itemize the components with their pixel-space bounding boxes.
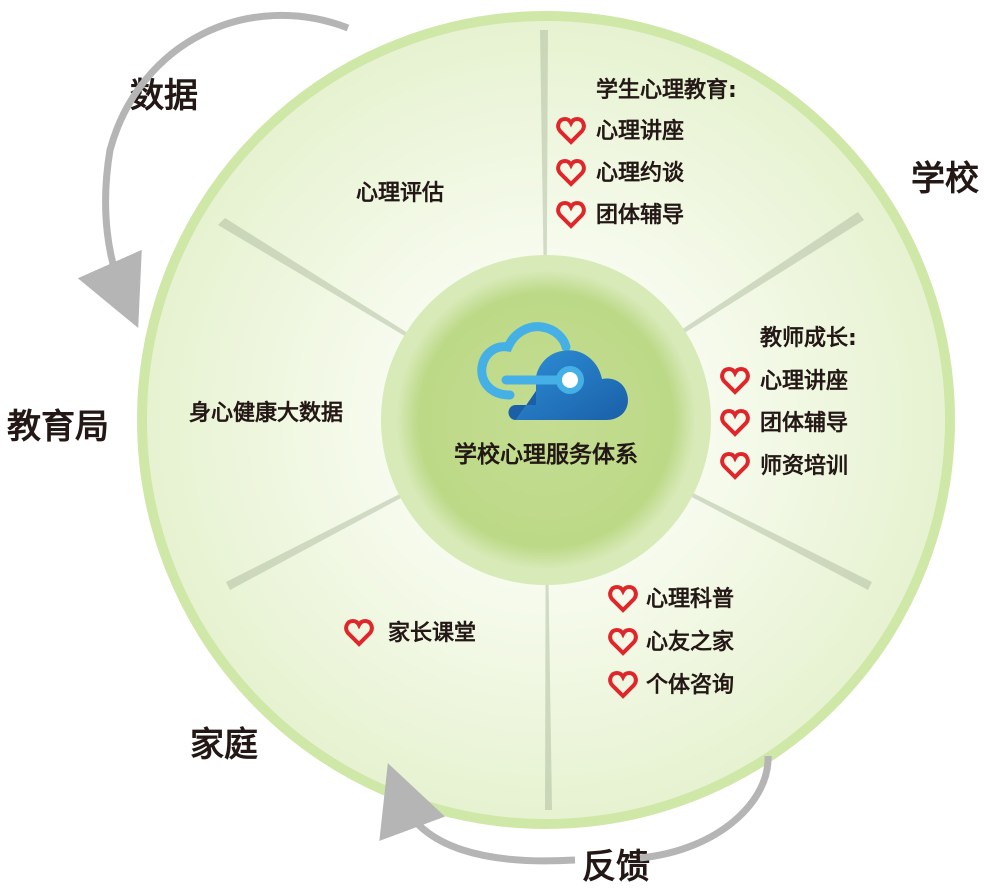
list-item-label: 个体咨询 (646, 672, 734, 698)
list-item: 心理科普 (608, 584, 734, 613)
list-item-label: 心理讲座 (596, 118, 684, 144)
student-education-heading: 学生心理教育: (596, 77, 737, 103)
list-item-label: 心理约谈 (596, 160, 685, 186)
label-family: 家庭 (190, 725, 258, 765)
list-item: 家长课堂 (344, 618, 476, 647)
teacher-growth-heading: 教师成长: (760, 325, 857, 351)
list-item-label: 团体辅导 (596, 202, 684, 228)
list-item-label: 师资培训 (760, 453, 848, 479)
list-item: 个体咨询 (608, 670, 734, 699)
list-item: 心理讲座 (556, 116, 684, 145)
heart-icon (556, 116, 586, 145)
list-item-label: 团体辅导 (760, 410, 848, 436)
student-education-list: 心理讲座 心理约谈 团体辅导 (556, 116, 685, 229)
data-arrow (77, 11, 350, 328)
list-item: 师资培训 (720, 451, 848, 480)
segment-assessment-label: 心理评估 (356, 181, 444, 206)
list-item-label: 心友之家 (646, 629, 735, 655)
heart-icon (720, 451, 750, 480)
list-item: 心理约谈 (556, 158, 685, 187)
heart-icon (556, 158, 586, 187)
label-school: 学校 (911, 159, 979, 199)
list-item: 团体辅导 (556, 200, 684, 229)
heart-icon (608, 670, 638, 699)
list-item: 团体辅导 (720, 408, 848, 437)
heart-icon (608, 584, 638, 613)
parents-list: 家长课堂 (344, 618, 476, 647)
teacher-growth-list: 心理讲座 团体辅导 师资培训 (720, 366, 848, 480)
heart-icon (608, 627, 638, 656)
label-bureau: 教育局 (7, 407, 109, 447)
list-item-label: 家长课堂 (388, 620, 476, 646)
cloud-icon (477, 322, 628, 420)
list-item-label: 心理科普 (646, 586, 734, 612)
label-feedback: 反馈 (582, 847, 650, 887)
heart-icon (556, 200, 586, 229)
heart-icon (720, 408, 750, 437)
counseling-list: 心理科普 心友之家 个体咨询 (608, 584, 735, 699)
segment-health-data-label: 身心健康大数据 (189, 400, 343, 426)
heart-icon (344, 618, 374, 647)
feedback-arrow (400, 756, 772, 865)
list-item-label: 心理讲座 (760, 368, 848, 394)
list-item: 心友之家 (608, 627, 735, 656)
list-item: 心理讲座 (720, 366, 848, 395)
heart-icon (720, 366, 750, 395)
center-title: 学校心理服务体系 (454, 441, 638, 468)
